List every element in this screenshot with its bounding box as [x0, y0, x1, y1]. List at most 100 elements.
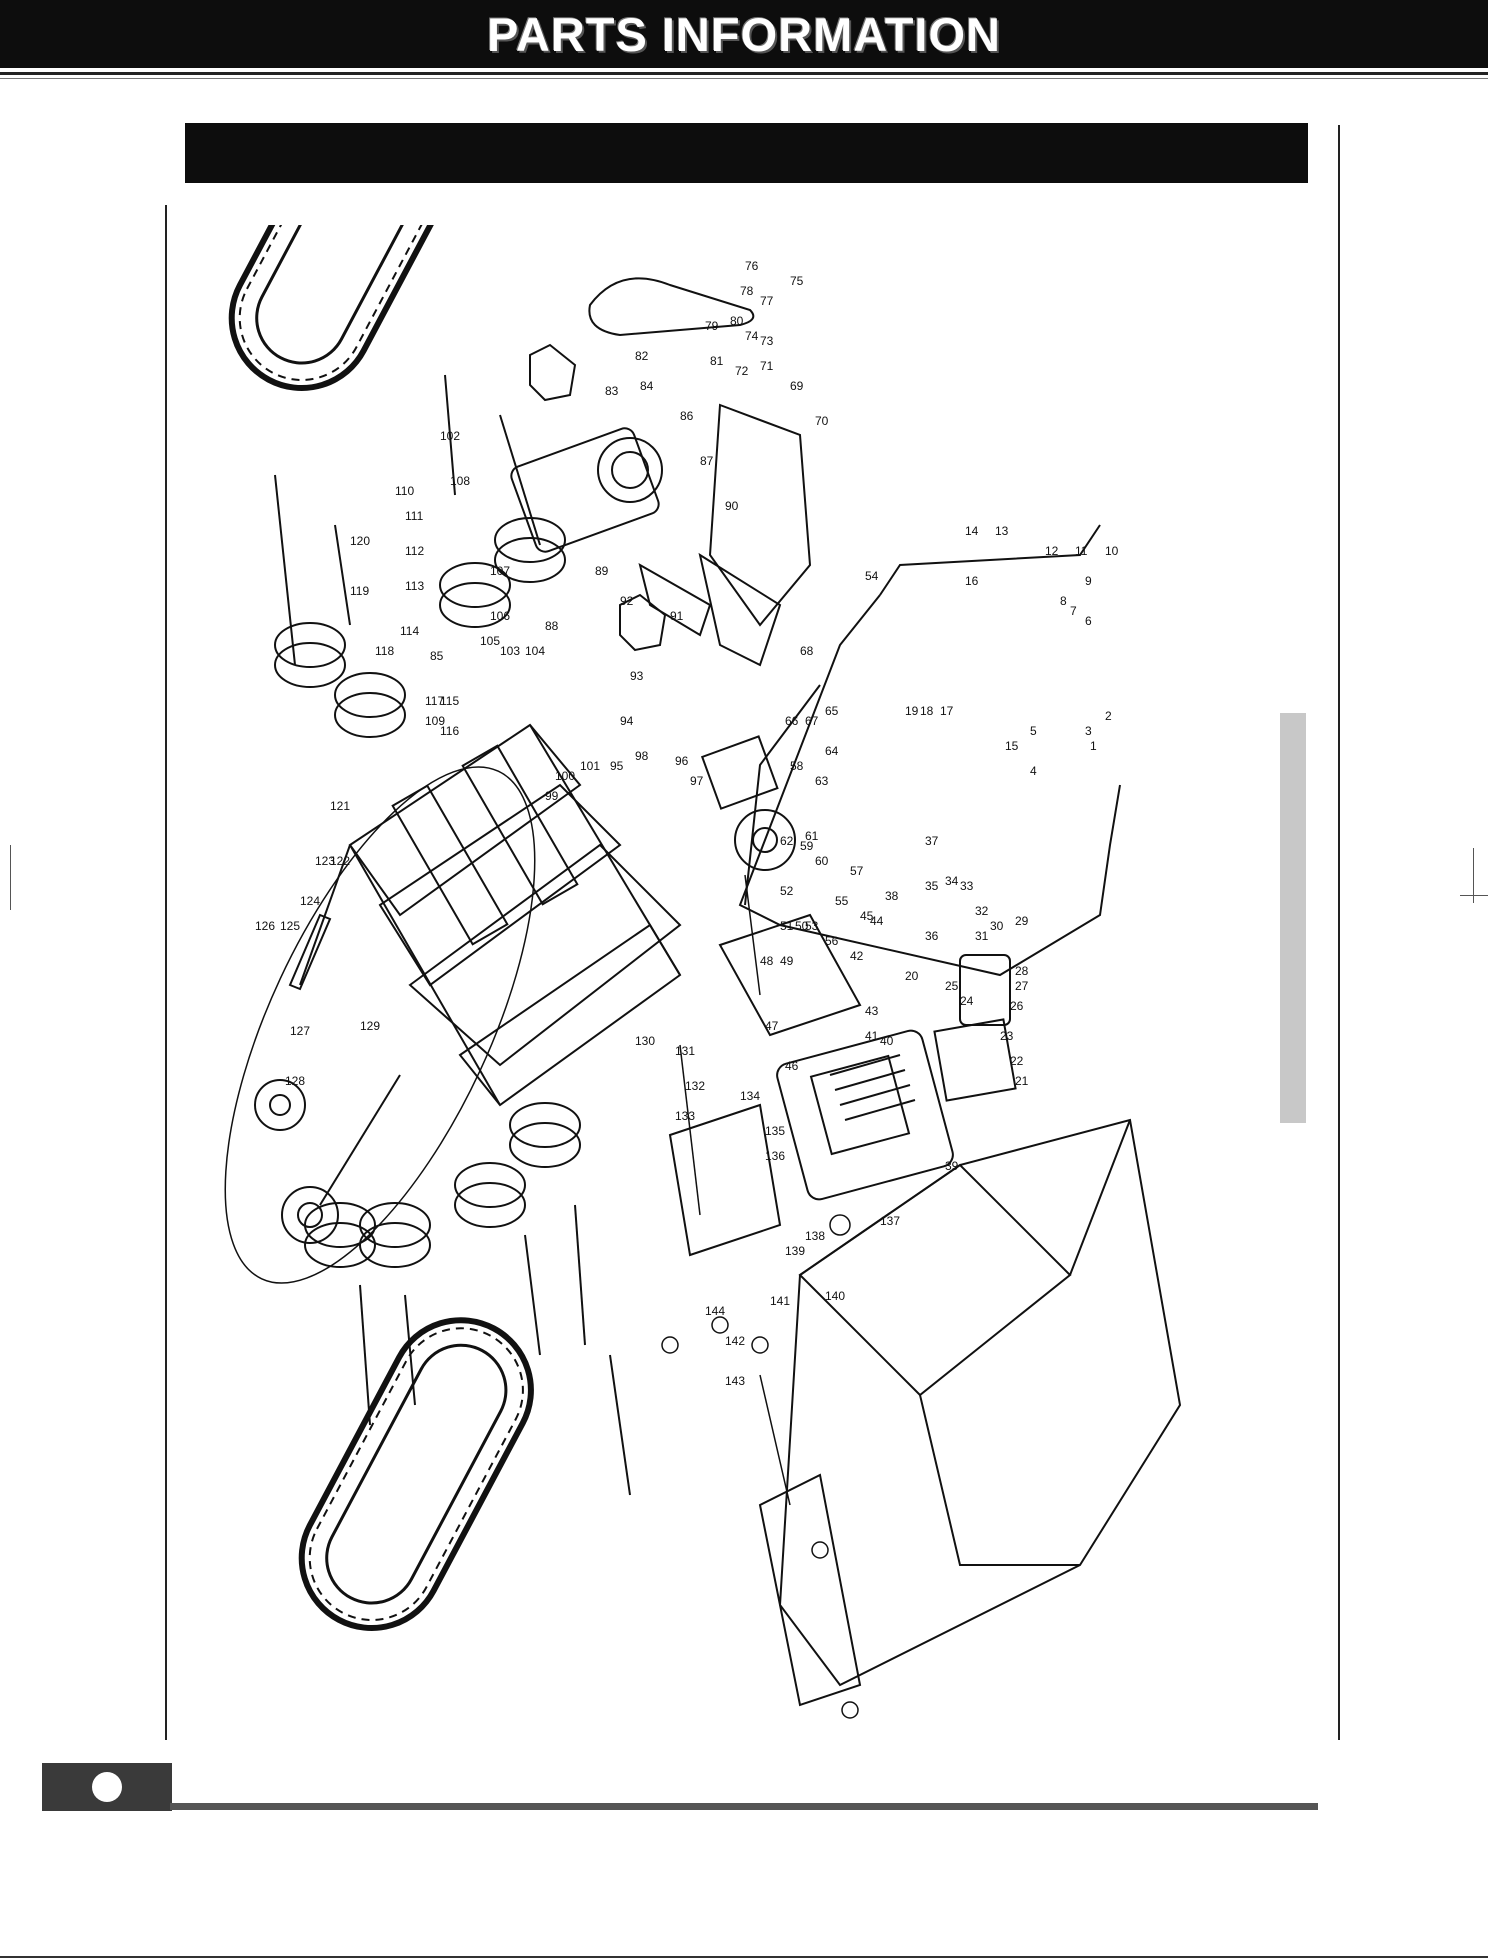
roller-wheels — [274, 517, 581, 1268]
callout-123: 123 — [315, 854, 335, 868]
callout-125: 125 — [280, 919, 300, 933]
callout-144: 144 — [705, 1304, 725, 1318]
callout-143: 143 — [725, 1374, 745, 1388]
callout-5: 5 — [1030, 724, 1037, 738]
hydraulic-valve — [933, 954, 1017, 1102]
callout-1: 1 — [1090, 739, 1097, 753]
callout-75: 75 — [790, 274, 804, 288]
page-header: PARTS INFORMATION — [0, 0, 1488, 68]
callout-61: 61 — [805, 829, 819, 843]
callout-20: 20 — [905, 969, 919, 983]
callout-126: 126 — [255, 919, 275, 933]
callout-37: 37 — [925, 834, 939, 848]
callout-25: 25 — [945, 979, 959, 993]
callout-52: 52 — [780, 884, 794, 898]
callout-51: 51 — [780, 919, 794, 933]
callout-142: 142 — [725, 1334, 745, 1348]
callout-134: 134 — [740, 1089, 760, 1103]
callout-105: 105 — [480, 634, 500, 648]
parts-drawing: 1 2 3 4 5 6 7 8 9 10 11 12 13 14 15 16 1… — [224, 77, 1182, 1719]
callout-60: 60 — [815, 854, 829, 868]
handle-bar — [738, 524, 1121, 977]
callout-63: 63 — [815, 774, 829, 788]
callout-76: 76 — [745, 259, 759, 273]
callout-135: 135 — [765, 1124, 785, 1138]
callout-78: 78 — [740, 284, 754, 298]
track-top — [228, 77, 464, 392]
page-title: PARTS INFORMATION — [487, 7, 1001, 61]
callout-66: 66 — [785, 714, 799, 728]
callout-130: 130 — [635, 1034, 655, 1048]
callout-43: 43 — [865, 1004, 879, 1018]
callout-131: 131 — [675, 1044, 695, 1058]
callout-124: 124 — [300, 894, 320, 908]
callout-24: 24 — [960, 994, 974, 1008]
callout-93: 93 — [630, 669, 644, 683]
hardware-bolts — [661, 874, 859, 1719]
callout-59: 59 — [800, 839, 814, 853]
callout-14: 14 — [965, 524, 979, 538]
callout-120: 120 — [350, 534, 370, 548]
callout-136: 136 — [765, 1149, 785, 1163]
callout-118: 118 — [375, 644, 394, 658]
callout-98: 98 — [635, 749, 649, 763]
callout-13: 13 — [995, 524, 1009, 538]
callout-82: 82 — [635, 349, 649, 363]
callout-97: 97 — [690, 774, 704, 788]
crop-mark — [10, 845, 11, 910]
callout-58: 58 — [790, 759, 804, 773]
callout-96: 96 — [675, 754, 689, 768]
callout-65: 65 — [825, 704, 839, 718]
callout-119: 119 — [350, 584, 369, 598]
callout-104: 104 — [525, 644, 545, 658]
callout-57: 57 — [850, 864, 864, 878]
callout-53: 53 — [805, 919, 819, 933]
engine — [776, 1029, 954, 1201]
callout-40: 40 — [880, 1034, 894, 1048]
callout-17: 17 — [940, 704, 954, 718]
hydraulic-pump — [700, 735, 796, 871]
callout-73: 73 — [760, 334, 774, 348]
callout-19: 19 — [905, 704, 919, 718]
frame-left-border — [165, 205, 167, 1740]
callout-32: 32 — [975, 904, 989, 918]
callout-labels: 1 2 3 4 5 6 7 8 9 10 11 12 13 14 15 16 1… — [255, 259, 1119, 1388]
callout-38: 38 — [885, 889, 899, 903]
dump-bin — [758, 1118, 1182, 1707]
callout-23: 23 — [1000, 1029, 1014, 1043]
callout-110: 110 — [395, 484, 414, 498]
callout-42: 42 — [850, 949, 864, 963]
page-number-badge — [42, 1763, 172, 1811]
callout-106: 106 — [490, 609, 510, 623]
callout-27: 27 — [1015, 979, 1029, 993]
callout-94: 94 — [620, 714, 634, 728]
callout-7: 7 — [1070, 604, 1077, 618]
callout-77: 77 — [760, 294, 774, 308]
callout-138: 138 — [805, 1229, 825, 1243]
callout-64: 64 — [825, 744, 839, 758]
header-rule — [0, 72, 1488, 75]
gearbox — [499, 343, 667, 652]
callout-101: 101 — [580, 759, 600, 773]
callout-81: 81 — [710, 354, 724, 368]
callout-36: 36 — [925, 929, 939, 943]
callout-132: 132 — [685, 1079, 705, 1093]
track-bottom — [298, 1317, 534, 1632]
callout-10: 10 — [1105, 544, 1119, 558]
callout-116: 116 — [440, 724, 459, 738]
callout-8: 8 — [1060, 594, 1067, 608]
callout-100: 100 — [555, 769, 575, 783]
callout-3: 3 — [1085, 724, 1092, 738]
callout-22: 22 — [1010, 1054, 1024, 1068]
callout-21: 21 — [1015, 1074, 1029, 1088]
callout-128: 128 — [285, 1074, 305, 1088]
chassis-frame — [348, 723, 682, 1107]
callout-54: 54 — [865, 569, 879, 583]
callout-111: 111 — [405, 509, 424, 523]
callout-109: 109 — [425, 714, 445, 728]
callout-87: 87 — [700, 454, 714, 468]
callout-84: 84 — [640, 379, 654, 393]
bottom-rule — [0, 1956, 1488, 1958]
callout-47: 47 — [765, 1019, 779, 1033]
callout-18: 18 — [920, 704, 934, 718]
